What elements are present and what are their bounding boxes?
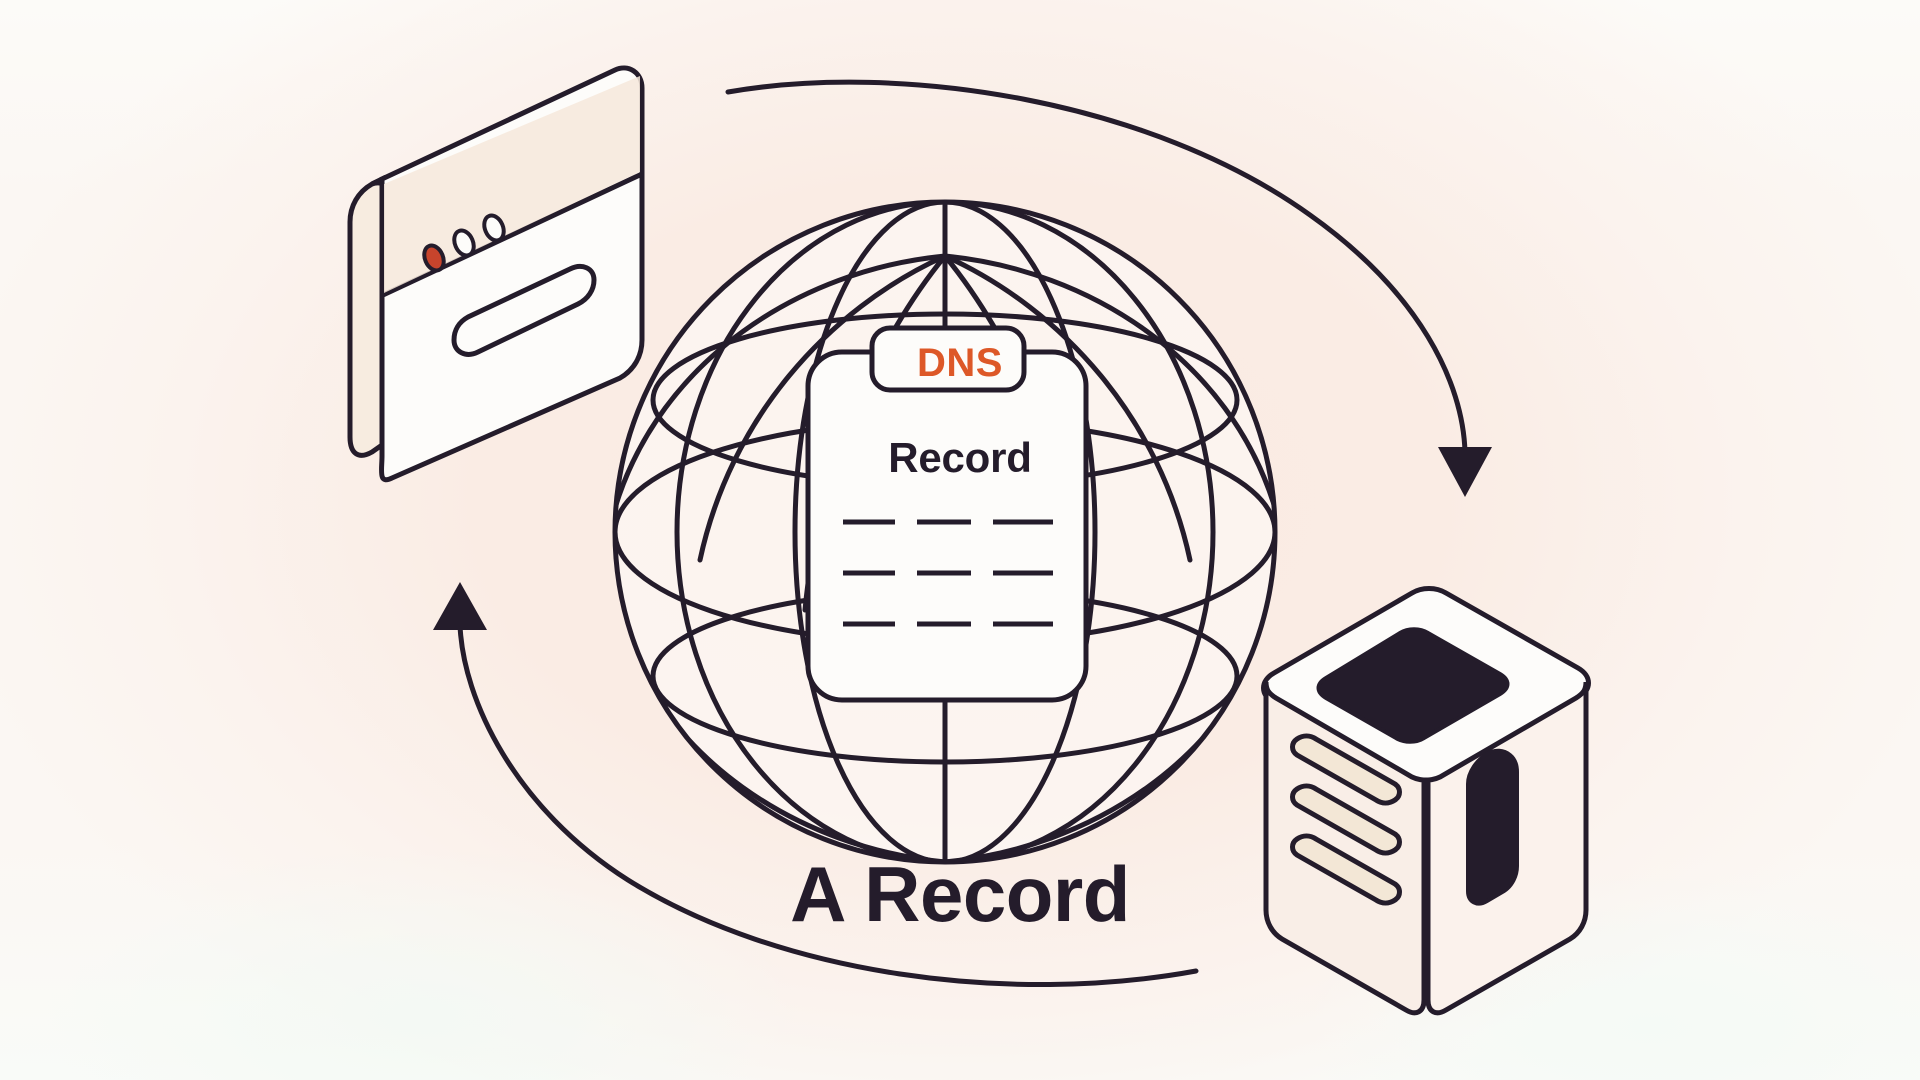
server-top-panel — [1316, 627, 1510, 744]
server-left-face — [1263, 681, 1427, 1016]
close-dot — [422, 243, 446, 273]
server-vent-2 — [1290, 783, 1402, 856]
globe-arc-nw — [615, 253, 948, 511]
globe-arc-e2 — [942, 253, 1193, 563]
arrowhead-up — [433, 582, 487, 630]
globe-meridian-b — [674, 202, 1216, 862]
url-bar — [451, 264, 597, 357]
record-card-tab-label: DNS — [917, 341, 1003, 385]
arrow-browser-to-server — [725, 79, 1492, 497]
server-vent-3 — [1290, 833, 1402, 906]
maximize-dot — [482, 213, 506, 243]
globe-arc-w2 — [697, 253, 948, 563]
globe-arc-ne — [942, 253, 1275, 511]
server-side-panel — [1466, 748, 1519, 906]
server-vent-1 — [1290, 733, 1402, 806]
arrowhead-down — [1438, 447, 1492, 497]
record-lines — [843, 519, 1053, 627]
globe-meridian-a — [792, 202, 1098, 862]
record-card-heading: Record — [888, 434, 1032, 481]
browser-titlebar-divider — [380, 171, 645, 298]
browser-titlebar — [384, 76, 640, 293]
record-card-tab — [869, 325, 1027, 393]
page-title: A Record — [790, 850, 1130, 938]
browser-traffic-lights — [422, 213, 506, 273]
minimize-dot — [452, 228, 476, 258]
arrow-server-to-browser — [433, 582, 1199, 987]
server-vents — [1290, 733, 1402, 906]
